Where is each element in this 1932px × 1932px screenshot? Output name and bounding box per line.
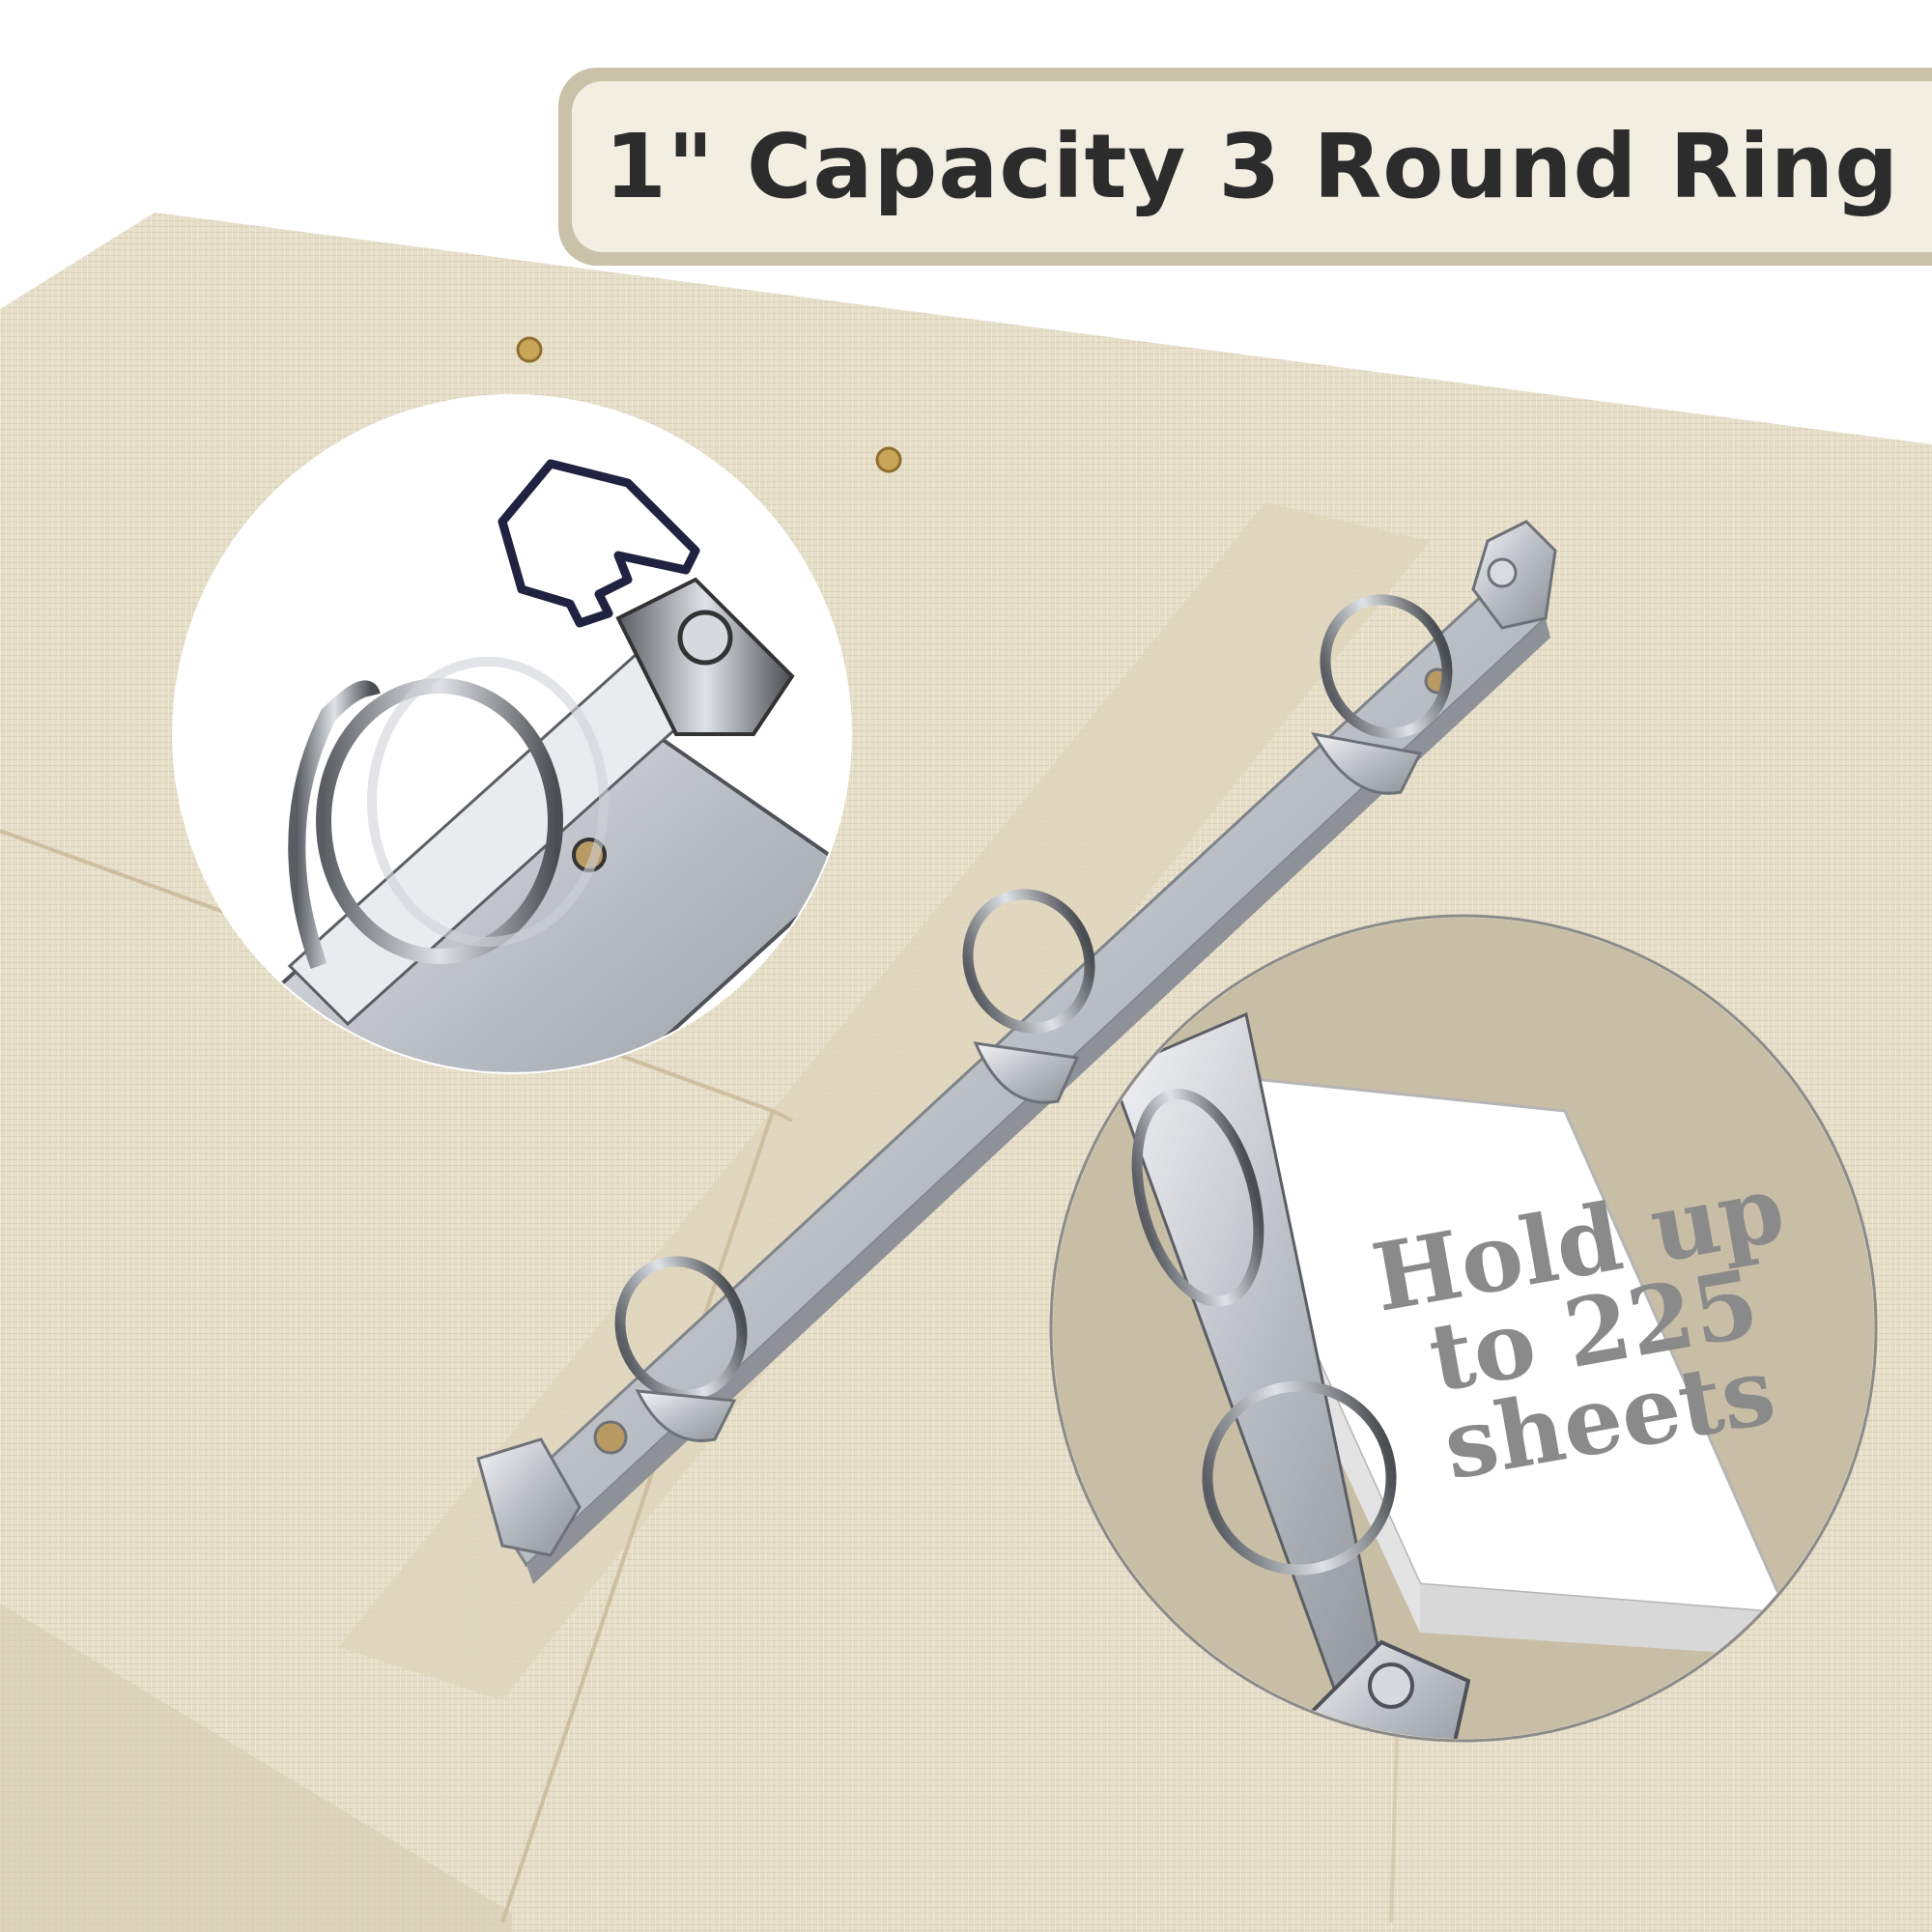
ring-mechanism <box>476 520 1557 1584</box>
ring-bottom <box>614 1256 748 1442</box>
title-text: 1" Capacity 3 Round Ring <box>604 115 1900 218</box>
snap-button-bottom <box>875 446 902 473</box>
title-banner-inner: 1" Capacity 3 Round Ring <box>572 81 1932 252</box>
ring-top <box>1311 594 1453 795</box>
lever-bottom <box>476 1420 628 1557</box>
detail-inset-lever <box>172 394 852 1074</box>
detail-inset-capacity <box>1049 914 1878 1743</box>
snap-button-top <box>516 336 543 363</box>
ring-middle <box>962 889 1095 1104</box>
pointing-hand-icon <box>497 459 700 628</box>
